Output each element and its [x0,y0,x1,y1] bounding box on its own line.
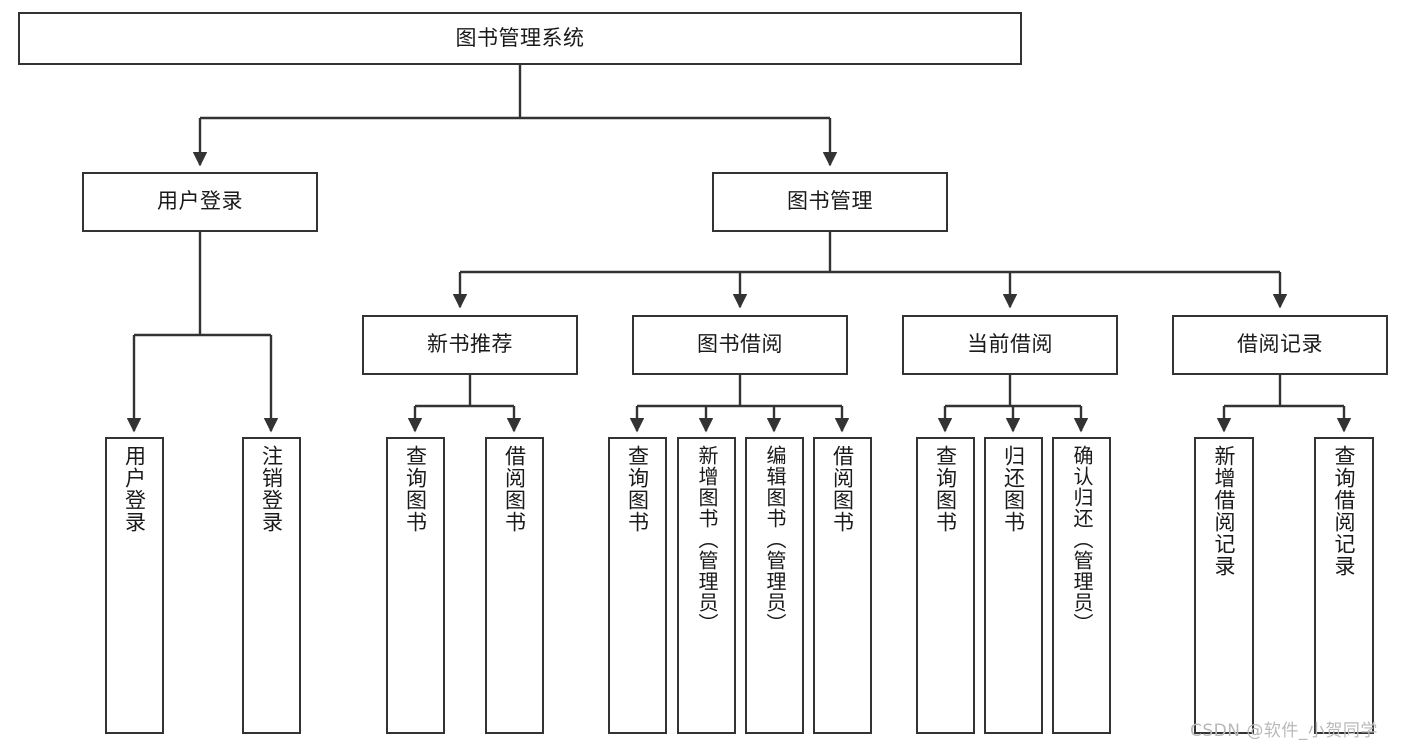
leaf-borrow-record-query[interactable]: 查询借阅记录 [1314,437,1374,734]
leaf-book-borrow-edit-admin[interactable]: 编辑图书（管理员） [745,437,804,734]
node-label: 图书管理系统 [455,25,585,50]
leaf-book-borrow-query[interactable]: 查询图书 [608,437,667,734]
node-label: 新增图书（管理员） [695,445,719,634]
node-book-borrow[interactable]: 图书借阅 [632,315,848,375]
node-new-book-recommend[interactable]: 新书推荐 [362,315,578,375]
node-label: 用户登录 [157,189,243,214]
leaf-current-borrow-return[interactable]: 归还图书 [984,437,1043,734]
node-book-management[interactable]: 图书管理 [712,172,948,232]
leaf-book-borrow-borrow[interactable]: 借阅图书 [813,437,872,734]
node-root-system[interactable]: 图书管理系统 [18,12,1022,65]
csdn-watermark: CSDN @软件_小贺同学 [1190,721,1378,741]
node-label: 查询图书 [625,445,650,533]
leaf-user-login-logout[interactable]: 注销登录 [242,437,301,734]
leaf-current-borrow-query[interactable]: 查询图书 [916,437,975,734]
node-label: 用户登录 [122,445,147,533]
node-label: 编辑图书（管理员） [763,445,787,634]
leaf-new-book-borrow[interactable]: 借阅图书 [485,437,544,734]
node-label: 图书借阅 [697,332,783,357]
leaf-new-book-query[interactable]: 查询图书 [386,437,445,734]
node-label: 注销登录 [259,445,284,533]
node-label: 借阅图书 [830,445,855,533]
node-label: 当前借阅 [967,332,1053,357]
node-label: 查询借阅记录 [1332,445,1357,577]
node-label: 借阅记录 [1237,332,1323,357]
leaf-borrow-record-add[interactable]: 新增借阅记录 [1194,437,1254,734]
node-label: 查询图书 [933,445,958,533]
node-label: 图书管理 [787,189,873,214]
node-label: 查询图书 [403,445,428,533]
node-current-borrow[interactable]: 当前借阅 [902,315,1118,375]
node-borrow-record[interactable]: 借阅记录 [1172,315,1388,375]
node-label: 借阅图书 [502,445,527,533]
node-label: 归还图书 [1001,445,1026,533]
leaf-user-login-login[interactable]: 用户登录 [105,437,164,734]
leaf-current-borrow-confirm-admin[interactable]: 确认归还（管理员） [1052,437,1111,734]
node-user-login[interactable]: 用户登录 [82,172,318,232]
leaf-book-borrow-add-admin[interactable]: 新增图书（管理员） [677,437,736,734]
node-label: 新书推荐 [427,332,513,357]
node-label: 确认归还（管理员） [1070,445,1094,634]
node-label: 新增借阅记录 [1212,445,1237,577]
